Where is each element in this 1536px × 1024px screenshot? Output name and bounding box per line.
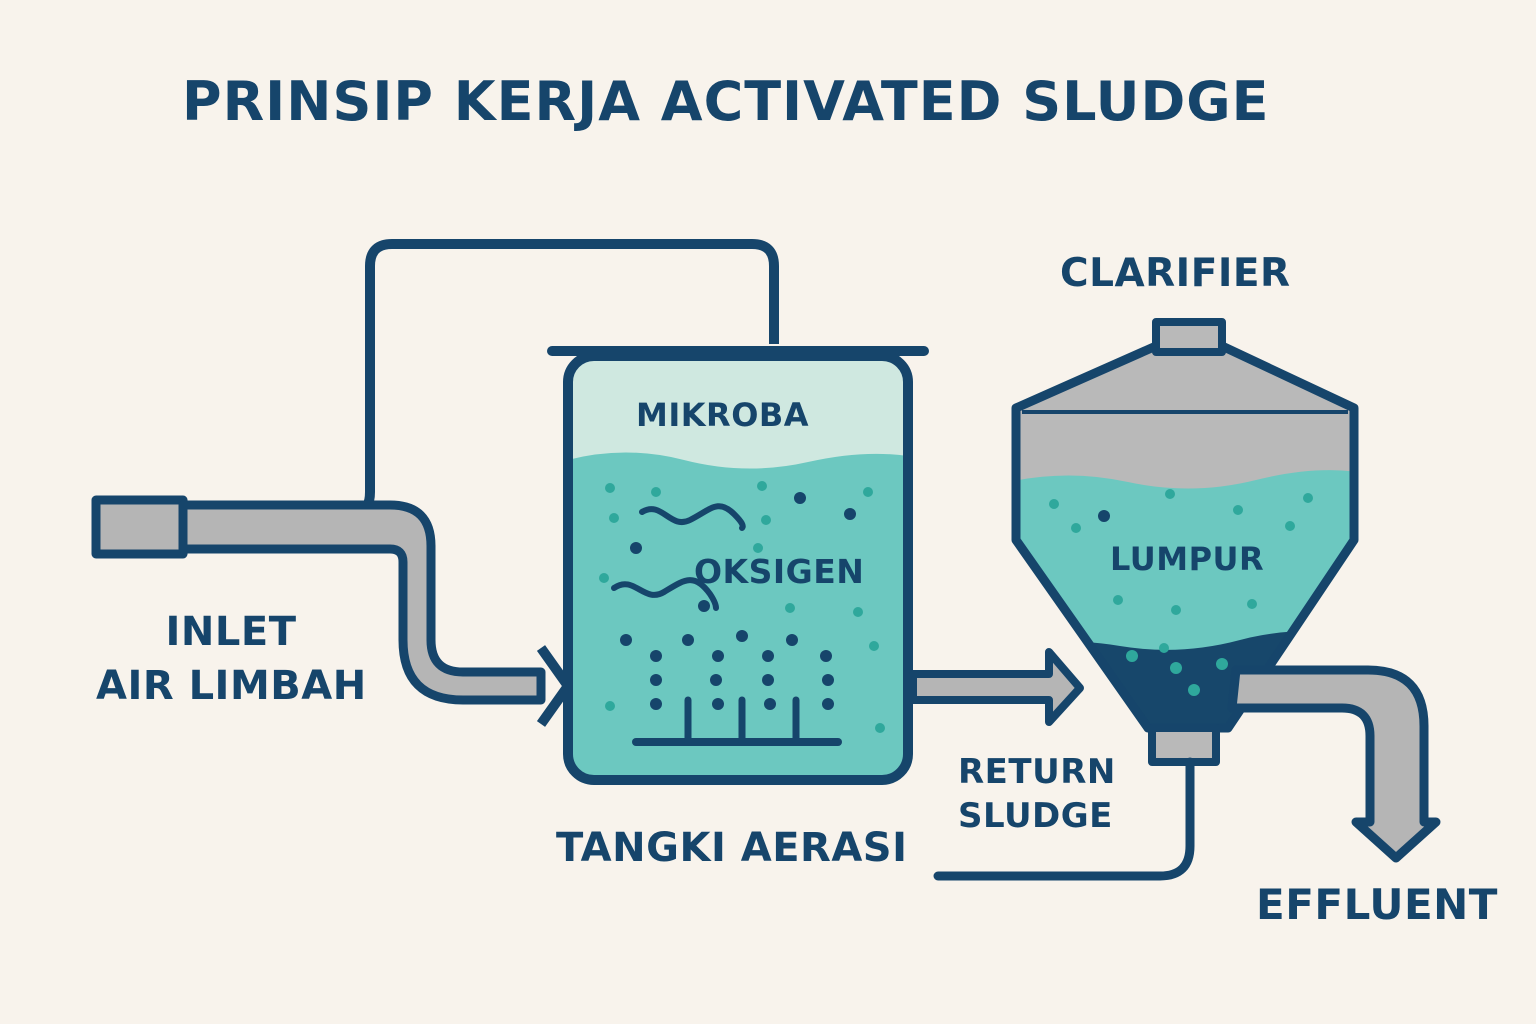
bubble-dot: [605, 483, 615, 493]
bubble-dot: [1216, 658, 1228, 670]
bubble-dot: [875, 723, 885, 733]
bubble-dot: [1159, 643, 1169, 653]
bubble-dot: [1049, 499, 1059, 509]
page-title: PRINSIP KERJA ACTIVATED SLUDGE: [182, 70, 1270, 133]
bubble-dot: [712, 698, 724, 710]
bubble-dot: [762, 674, 774, 686]
inlet-label-line2: AIR LIMBAH: [96, 663, 367, 709]
bubble-dot: [651, 487, 661, 497]
bubble-dot: [869, 641, 879, 651]
bubble-dot: [1171, 605, 1181, 615]
microbes-label: MIKROBA: [636, 396, 810, 434]
bubble-dot: [736, 630, 748, 642]
bubble-dot: [794, 492, 806, 504]
bubble-dot: [1071, 523, 1081, 533]
inlet-pipe: [91, 495, 573, 727]
bubble-dot: [820, 650, 832, 662]
bubble-dot: [630, 542, 642, 554]
bubble-dot: [762, 650, 774, 662]
bubble-dot: [698, 600, 710, 612]
bubble-dot: [1098, 510, 1110, 522]
return-label-line1: RETURN: [958, 752, 1116, 792]
bubble-dot: [650, 698, 662, 710]
bubble-dot: [1285, 521, 1295, 531]
oxygen-label: OKSIGEN: [694, 552, 865, 591]
clarifier-particles: [1049, 489, 1313, 696]
bubble-dot: [786, 634, 798, 646]
bubble-dot: [1233, 505, 1243, 515]
bubble-dot: [650, 650, 662, 662]
bubble-dot: [753, 543, 763, 553]
bubble-dot: [620, 634, 632, 646]
bubble-dot: [785, 603, 795, 613]
bubble-dot: [1303, 493, 1313, 503]
bubble-dot: [1165, 489, 1175, 499]
effluent-label: EFFLUENT: [1256, 880, 1498, 929]
bubble-dot: [682, 634, 694, 646]
sludge-label: LUMPUR: [1110, 540, 1265, 578]
bubble-dot: [605, 701, 615, 711]
bubble-dot: [844, 508, 856, 520]
return-label-line2: SLUDGE: [958, 796, 1113, 836]
bubble-dot: [822, 674, 834, 686]
inlet-label: INLET AIR LIMBAH: [96, 605, 366, 713]
inlet-label-line1: INLET: [165, 609, 297, 655]
bubble-dot: [757, 481, 767, 491]
bubble-dot: [599, 573, 609, 583]
oxygen-bubbles: [599, 481, 885, 733]
microbe-squiggle: [611, 577, 719, 611]
bubble-dot: [650, 674, 662, 686]
bubble-dot: [609, 513, 619, 523]
bubble-dot: [761, 515, 771, 525]
return-sludge-label: RETURN SLUDGE: [958, 750, 1116, 838]
aeration-tank: [547, 346, 929, 785]
aeration-tank-label: TANGKI AERASI: [556, 825, 908, 871]
bubble-dot: [764, 698, 776, 710]
return-sludge-line: [933, 757, 1195, 881]
air-diffuser: [632, 696, 842, 746]
bubble-dot: [1126, 650, 1138, 662]
clarifier-label: CLARIFIER: [1060, 251, 1291, 296]
bubble-dot: [863, 487, 873, 497]
bubble-dot: [710, 674, 722, 686]
microbe-squiggle: [639, 503, 746, 531]
bubble-dot: [1188, 684, 1200, 696]
bubble-dot: [1170, 662, 1182, 674]
bubble-dot: [1113, 595, 1123, 605]
transfer-arrow: [909, 648, 1084, 726]
bubble-dot: [853, 607, 863, 617]
effluent-pipe: [1227, 665, 1441, 863]
bubble-dot: [1247, 599, 1257, 609]
bubble-dot: [822, 698, 834, 710]
bubble-dot: [712, 650, 724, 662]
